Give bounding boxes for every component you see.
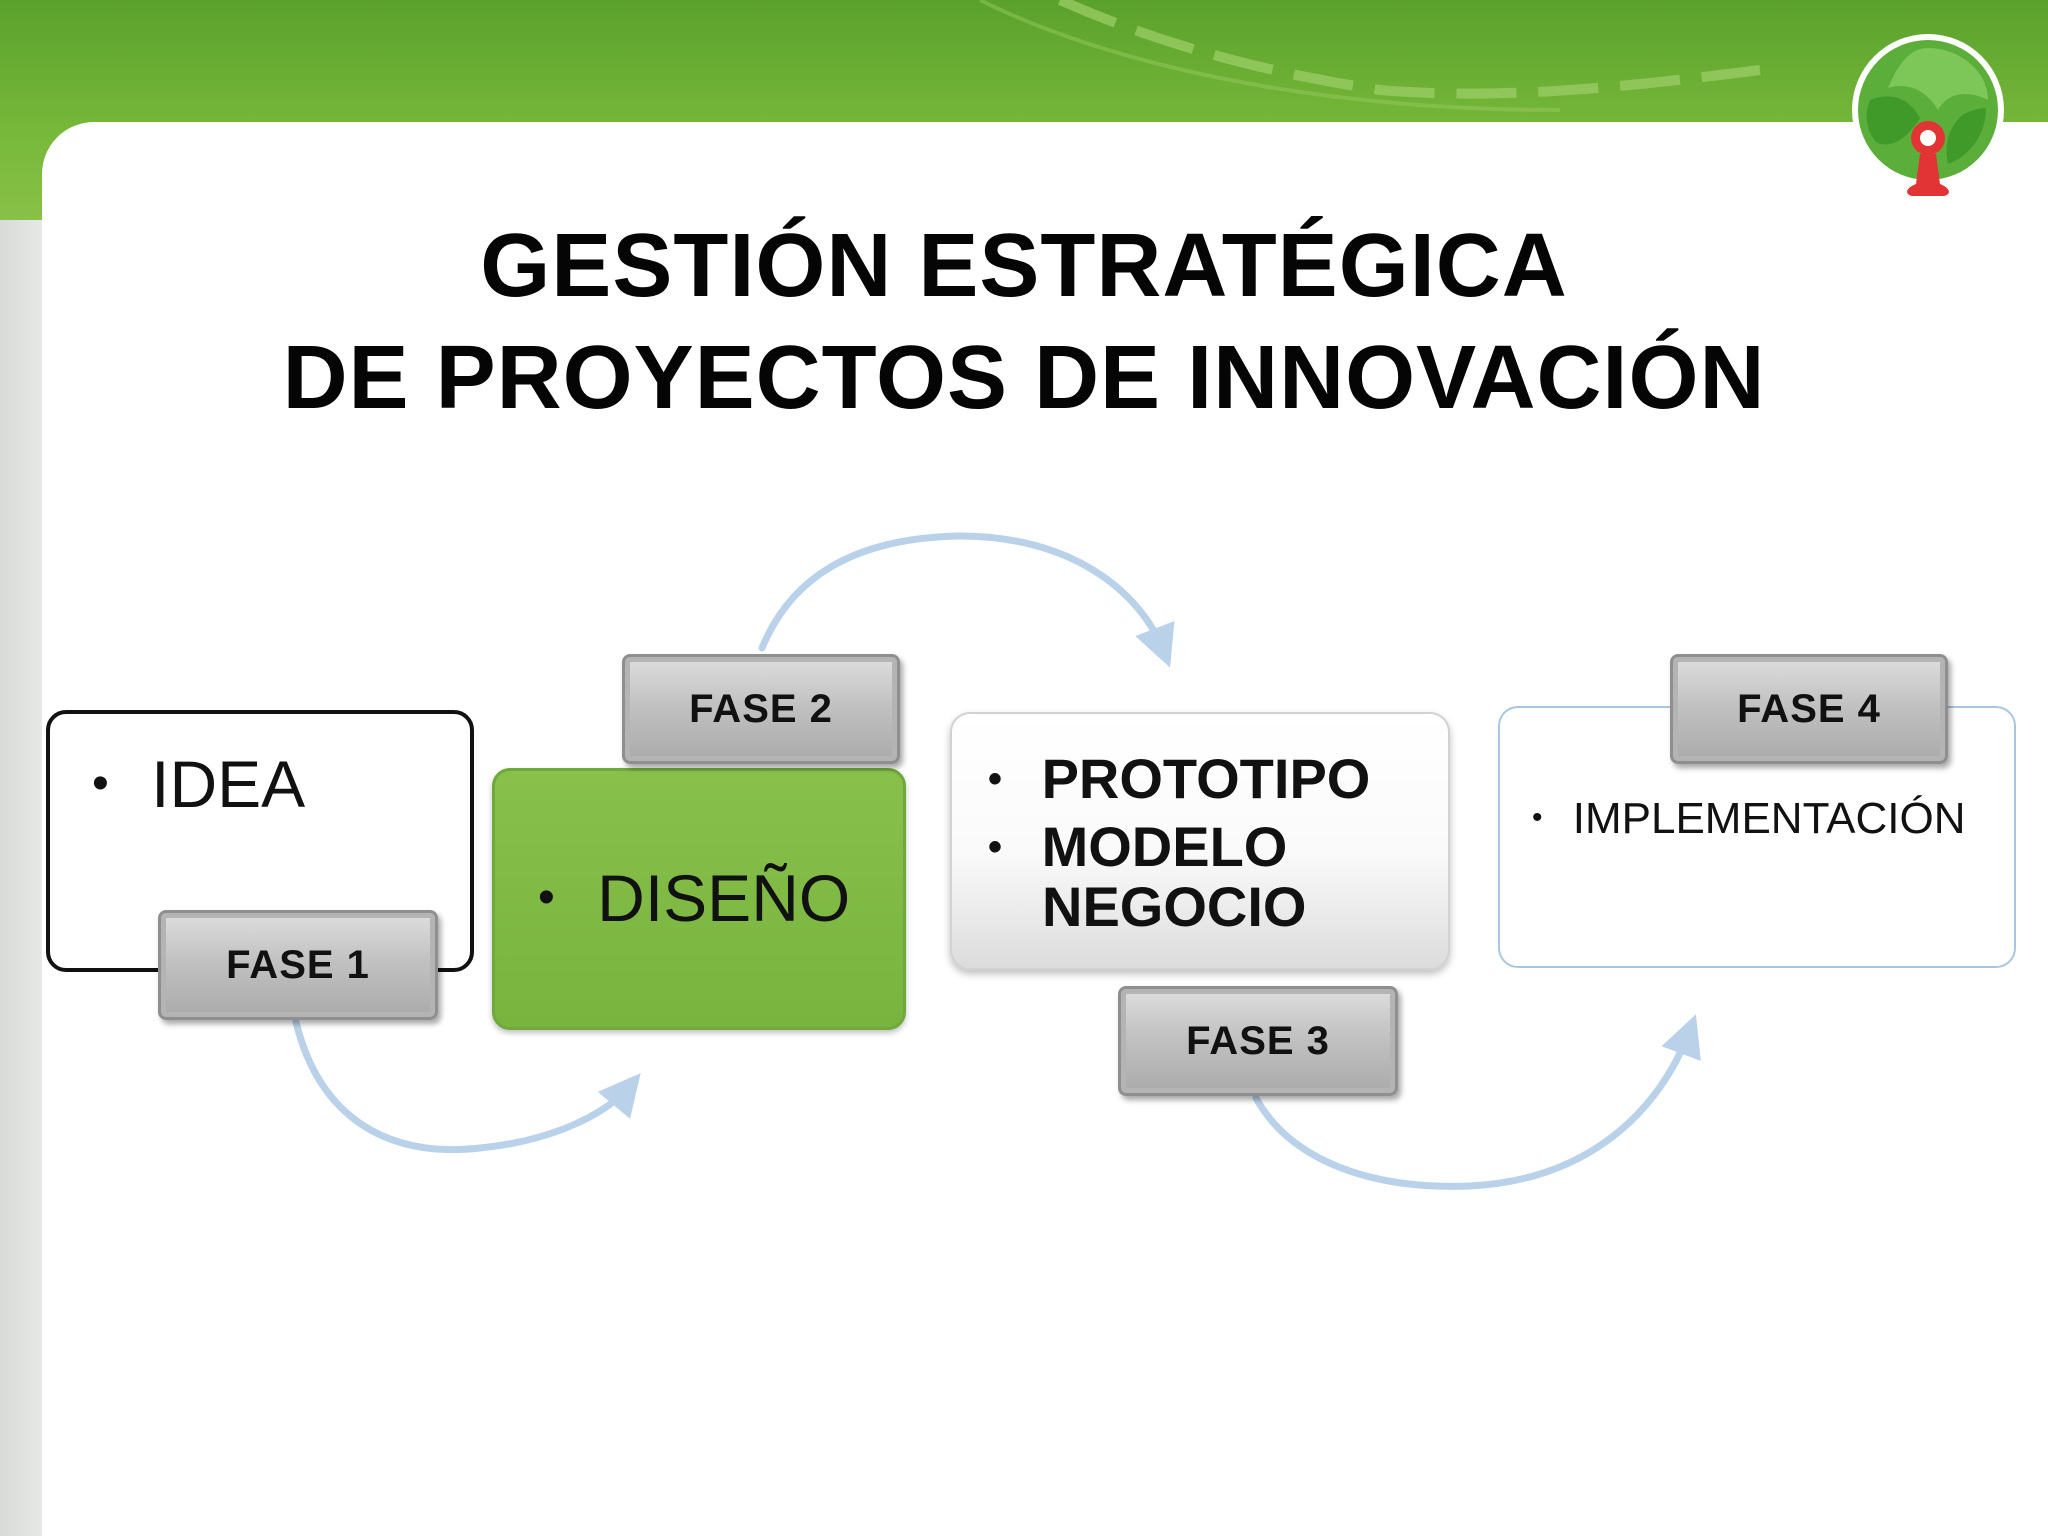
phase2-box <box>492 768 906 1030</box>
bullet: • <box>988 757 1003 801</box>
phase3-item-prototipo: • PROTOTIPO <box>988 747 1371 810</box>
tree-logo-icon <box>1852 34 2004 196</box>
phase3-item-negocio: NEGOCIO <box>1042 875 1307 938</box>
slide-title-line2: DE PROYECTOS DE INNOVACIÓN <box>282 328 1766 428</box>
fase1-tab: FASE 1 <box>158 910 438 1020</box>
fase3-tab: FASE 3 <box>1118 986 1398 1096</box>
decorative-swoosh <box>979 0 1761 112</box>
bullet: • <box>1532 801 1543 834</box>
bullet: • <box>538 871 555 924</box>
slide-title-line1: GESTIÓN ESTRATÉGICA <box>480 216 1568 316</box>
phase4-item-implementacion: • IMPLEMENTACIÓN <box>1532 794 1966 843</box>
bullet: • <box>92 757 109 810</box>
phase1-item-idea: • IDEA <box>92 747 306 821</box>
fase4-tab: FASE 4 <box>1670 654 1948 764</box>
phase2-item-diseno: • DISEÑO <box>538 861 851 935</box>
arrow-fase2-to-fase3 <box>758 532 1175 668</box>
arrow-fase3-to-fase4 <box>1252 1014 1701 1190</box>
arrow-fase1-to-fase2 <box>292 1018 641 1154</box>
bullet: • <box>988 825 1003 869</box>
fase2-tab: FASE 2 <box>622 654 900 764</box>
phase3-item-modelo: • MODELO <box>988 815 1288 878</box>
phase3-box <box>950 712 1450 970</box>
